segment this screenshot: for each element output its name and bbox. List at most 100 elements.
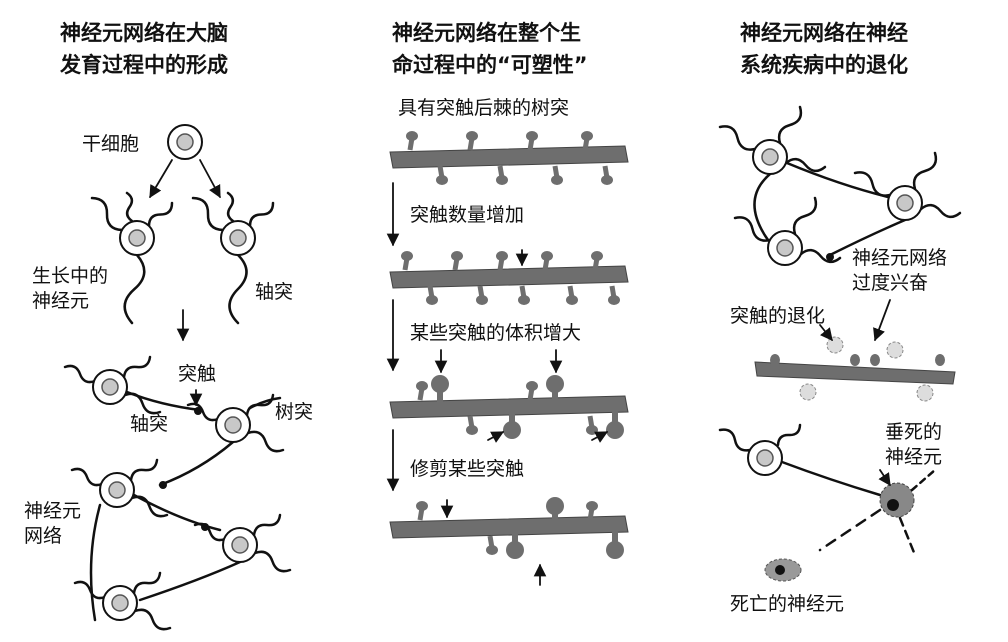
dendrite [246, 430, 285, 453]
dendrite [132, 571, 162, 595]
dendrite [73, 580, 107, 600]
network-neuron-2-nucleus [224, 416, 242, 434]
label-network-1: 神经元 [24, 500, 81, 522]
dendrite [733, 216, 772, 242]
axon-connection [89, 503, 102, 622]
label-hyperexcited-1: 神经元网络 [852, 247, 947, 269]
label-degeneration: 突触的退化 [730, 305, 825, 327]
dendrite [70, 467, 104, 487]
arrow-stem-left [149, 159, 173, 199]
network-neuron-1-nucleus [101, 378, 119, 396]
spine-head [406, 131, 418, 141]
degenerating-spine [886, 341, 904, 359]
dendrite [253, 550, 292, 573]
arrow-dying [878, 469, 891, 487]
spine-head [518, 295, 530, 305]
dendrite [718, 428, 752, 452]
stem-cell-nucleus [176, 133, 194, 151]
spine-head [496, 175, 508, 185]
arrow-enlarge-4 [591, 431, 609, 443]
col1-title-line2: 发育过程中的形成 [59, 53, 228, 77]
enlarged-spine-head [431, 375, 449, 393]
label-growing-neuron-1: 生长中的 [32, 265, 108, 287]
degenerating-spine [799, 383, 817, 401]
arrow-enlarge-3 [487, 431, 505, 443]
growing-neuron-2-nucleus [229, 229, 247, 247]
enlarged-spine-head [606, 421, 624, 439]
label-dying-1: 垂死的 [885, 421, 942, 443]
label-network-2: 网络 [24, 525, 62, 547]
spine-head [870, 354, 880, 366]
network-neuron-4-nucleus [231, 536, 249, 554]
dendrite [784, 157, 827, 173]
spine-head [416, 381, 428, 391]
dendrite-enlarged [389, 395, 629, 419]
axon-connection [785, 161, 890, 199]
disease-neuron-1-nucleus [761, 148, 779, 166]
spine-head [770, 354, 780, 366]
spine-head [591, 251, 603, 261]
surviving-neuron-nucleus [756, 449, 774, 467]
axon-connection [132, 493, 222, 532]
label-stem-cell: 干细胞 [82, 133, 139, 155]
network-neuron-5-nucleus [111, 594, 129, 612]
spine-head [581, 131, 593, 141]
network-neuron-3-nucleus [108, 481, 126, 499]
dendrite [912, 151, 938, 191]
growing-axon [123, 253, 146, 325]
dendrite [193, 522, 227, 542]
spine-head [586, 425, 598, 435]
enlarged-spine-head [546, 497, 564, 515]
spine-head [496, 251, 508, 261]
spine-head [935, 354, 945, 366]
dendrite [777, 105, 803, 145]
disease-neuron-3-nucleus [776, 239, 794, 257]
enlarged-spine-head [546, 375, 564, 393]
arrow-hyperexcited [873, 299, 891, 342]
dendrite [245, 393, 275, 417]
label-increase: 突触数量增加 [410, 204, 524, 226]
spine-head [426, 295, 438, 305]
col3-title-line1: 神经元网络在神经 [740, 21, 908, 45]
dendrite [252, 513, 282, 537]
fragmented-axon [818, 508, 882, 552]
spine-head [466, 425, 478, 435]
degenerating-spine [826, 336, 844, 354]
dendrite [186, 402, 220, 422]
spine-head [466, 131, 478, 141]
dead-neuron-nucleus [775, 565, 785, 575]
label-dendrite: 树突 [275, 401, 313, 423]
dendrite-increased [389, 265, 629, 289]
arrow-degeneration [819, 324, 833, 341]
col1-title-line1: 神经元网络在大脑 [60, 21, 228, 45]
dendrite [122, 355, 152, 379]
dying-neuron-nucleus [887, 499, 899, 511]
spine-head [551, 175, 563, 185]
synapse-dot [159, 481, 167, 489]
growing-dendrite [90, 196, 124, 232]
spine-head [436, 175, 448, 185]
spine-head [451, 251, 463, 261]
spine-head [486, 545, 498, 555]
axon-connection [753, 172, 772, 242]
spine-head [566, 295, 578, 305]
fragmented-dendrite [910, 468, 937, 492]
growing-dendrite [147, 201, 174, 228]
growing-dendrite [226, 191, 235, 223]
spine-head [601, 175, 613, 185]
dendrite [919, 203, 962, 219]
axon-connection [780, 460, 882, 497]
dendrite [718, 125, 757, 151]
spine-head [476, 295, 488, 305]
growing-neuron-1-nucleus [128, 229, 146, 247]
spine-head [608, 295, 620, 305]
spine-head [416, 501, 428, 511]
axon-connection [828, 218, 907, 257]
dendrite [130, 495, 169, 518]
label-synapse: 突触 [178, 363, 216, 385]
spine-head [526, 381, 538, 391]
dendrite [133, 608, 172, 631]
synapse-dot [194, 407, 202, 415]
